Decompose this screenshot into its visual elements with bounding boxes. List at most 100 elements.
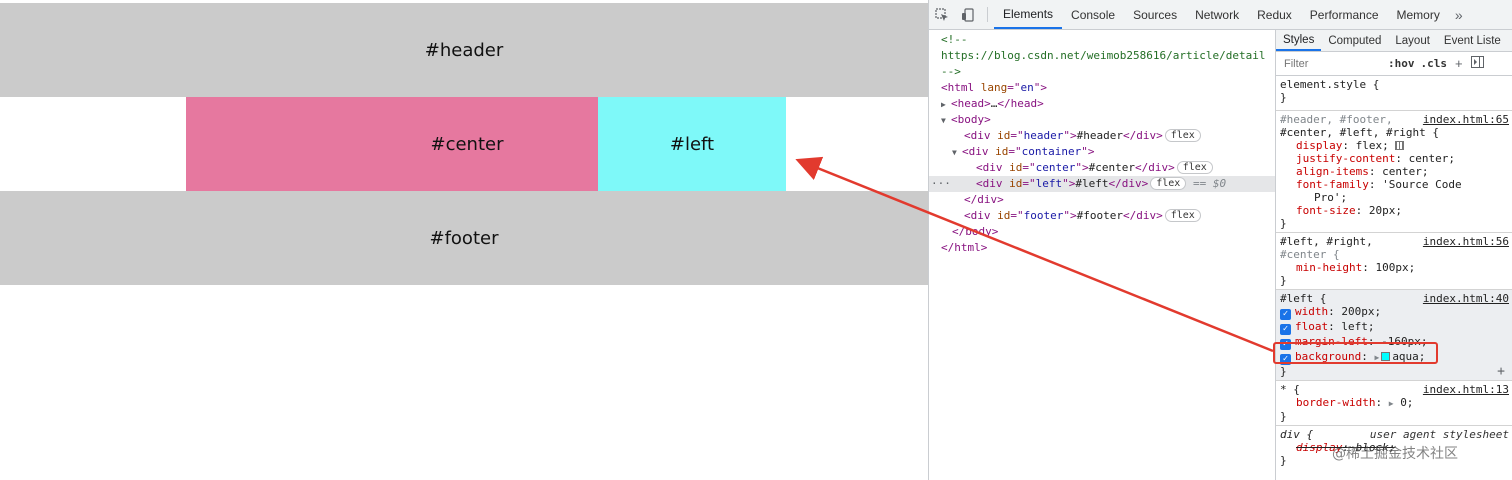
css-property-display-overridden[interactable]: display: block;: [1296, 441, 1396, 454]
tab-performance[interactable]: Performance: [1309, 7, 1379, 22]
css-property-font-size[interactable]: font-size: 20px;: [1296, 204, 1402, 217]
rule-layout-ids[interactable]: index.html:65 #header, #footer, #center,…: [1276, 111, 1512, 233]
tab-network[interactable]: Network: [1195, 7, 1240, 22]
css-property-float[interactable]: ✓float: left;: [1280, 320, 1509, 335]
row-menu-icon[interactable]: ···: [931, 177, 951, 190]
tab-redux[interactable]: Redux: [1257, 7, 1292, 22]
property-checkbox[interactable]: ✓: [1280, 339, 1291, 350]
dom-html-close-line[interactable]: </html>: [941, 241, 988, 254]
rule-min-height[interactable]: index.html:56 #left, #right, #center { m…: [1276, 233, 1512, 290]
tab-memory[interactable]: Memory: [1396, 7, 1440, 22]
tab-elements[interactable]: Elements: [994, 0, 1063, 29]
styles-filter-input[interactable]: [1282, 56, 1382, 71]
styles-filter-bar: :hov .cls +: [1276, 52, 1512, 76]
footer-text-node: #footer: [1076, 209, 1123, 222]
dom-header-div-line[interactable]: <div id="header">#header</div>flex: [929, 128, 1275, 144]
rule-selector: #left, #right,: [1280, 235, 1373, 248]
tab-sources[interactable]: Sources: [1133, 7, 1178, 22]
source-link[interactable]: index.html:40: [1422, 292, 1509, 305]
css-property-align-items[interactable]: align-items: center;: [1296, 165, 1429, 178]
color-swatch[interactable]: [1381, 352, 1391, 361]
expand-arrow-icon[interactable]: ▶: [1374, 353, 1380, 362]
comment-open-line[interactable]: <!--: [929, 32, 1275, 48]
comment-close: -->: [941, 65, 961, 78]
add-property-plus-icon[interactable]: +: [1497, 364, 1505, 379]
dom-container-close-line[interactable]: </div>: [964, 193, 1004, 206]
styles-pane: Styles Computed Layout Event Liste :hov …: [1275, 30, 1512, 480]
comment-close-line[interactable]: -->: [929, 64, 1275, 80]
inspect-element-icon[interactable]: [929, 0, 955, 29]
header-block: #header: [0, 3, 928, 97]
rule-selector: #left {: [1280, 292, 1327, 305]
flex-badge[interactable]: flex: [1176, 161, 1213, 174]
comment-url-line[interactable]: https://blog.csdn.net/weimob258616/artic…: [929, 48, 1275, 64]
tab-console[interactable]: Console: [1071, 7, 1116, 22]
tab-event-listeners[interactable]: Event Liste: [1443, 34, 1501, 47]
left-block: #left: [598, 97, 786, 191]
header-id-value: header: [1023, 129, 1064, 142]
tab-computed[interactable]: Computed: [1328, 34, 1382, 47]
flexbox-editor-icon[interactable]: [1395, 141, 1405, 150]
dom-container-div-line[interactable]: ▼<div id="container">: [929, 144, 1275, 160]
css-property-background[interactable]: ✓background: ▶aqua;: [1280, 350, 1509, 365]
class-toggle-button[interactable]: .cls: [1420, 57, 1448, 70]
css-property-margin-left[interactable]: ✓margin-left: -160px;: [1280, 335, 1509, 350]
rule-left[interactable]: index.html:40 #left { ✓width: 200px; ✓fl…: [1276, 290, 1512, 381]
rule-universal[interactable]: index.html:13 * { border-width: ▶ 0; }: [1276, 381, 1512, 426]
collapse-arrow-icon[interactable]: ▼: [941, 116, 946, 125]
rule-selector: #header, #footer,: [1280, 113, 1393, 126]
footer-id-value: footer: [1023, 209, 1064, 222]
rule-selector: element.style {: [1280, 78, 1380, 91]
expand-arrow-icon[interactable]: ▶: [941, 100, 946, 109]
head-ellipsis: …: [990, 97, 998, 110]
footer-block: #footer: [0, 191, 928, 285]
property-checkbox[interactable]: ✓: [1280, 309, 1291, 320]
css-property-justify-content[interactable]: justify-content: center;: [1296, 152, 1455, 165]
css-property-min-height[interactable]: min-height: 100px;: [1296, 261, 1416, 274]
tab-layout[interactable]: Layout: [1395, 34, 1430, 47]
dom-left-div-line-selected[interactable]: ···<div id="left">#left</div>flex == $0: [929, 176, 1275, 192]
source-link[interactable]: index.html:56: [1422, 235, 1509, 248]
header-label: #header: [424, 39, 504, 61]
dom-head-line[interactable]: ▶<head>…</head>: [929, 96, 1275, 112]
center-block: #center: [186, 97, 598, 191]
device-toggle-icon[interactable]: [955, 0, 981, 29]
css-property-width[interactable]: ✓width: 200px;: [1280, 305, 1509, 320]
flex-badge[interactable]: flex: [1150, 177, 1187, 190]
rule-close-brace: }: [1280, 365, 1287, 378]
rule-close-brace: }: [1280, 91, 1287, 104]
flex-badge[interactable]: flex: [1164, 209, 1201, 222]
center-text-node: #center: [1088, 161, 1135, 174]
center-label: #center: [430, 133, 504, 155]
left-text-node: #left: [1075, 177, 1109, 190]
dom-footer-div-line[interactable]: <div id="footer">#footer</div>flex: [929, 208, 1275, 224]
collapse-arrow-icon[interactable]: ▼: [952, 148, 957, 157]
css-property-display[interactable]: display: flex;: [1280, 139, 1509, 152]
source-link[interactable]: index.html:13: [1422, 383, 1509, 396]
toggle-sidebar-icon[interactable]: [1470, 56, 1484, 71]
html-lang-value: en: [1020, 81, 1034, 94]
property-checkbox[interactable]: ✓: [1280, 324, 1291, 335]
css-property-border-width[interactable]: border-width: ▶ 0;: [1296, 396, 1414, 409]
dom-body-line[interactable]: ▼<body>: [929, 112, 1275, 128]
footer-label: #footer: [429, 227, 499, 249]
tab-styles[interactable]: Styles: [1276, 30, 1322, 51]
rule-user-agent-div[interactable]: user agent stylesheet div { display: blo…: [1276, 426, 1512, 469]
watermark: @稀土掘金技术社区: [1332, 446, 1458, 462]
dom-center-div-line[interactable]: <div id="center">#center</div>flex: [929, 160, 1275, 176]
hover-state-button[interactable]: :hov: [1388, 57, 1415, 70]
devtools-panel: Elements Console Sources Network Redux P…: [928, 0, 1512, 480]
source-link[interactable]: index.html:65: [1422, 113, 1509, 126]
dom-html-line[interactable]: <html lang="en">: [941, 81, 1047, 94]
more-tabs-icon[interactable]: »: [1454, 6, 1463, 23]
rule-selector: div {: [1280, 428, 1314, 441]
rule-element-style[interactable]: element.style { }: [1276, 76, 1512, 111]
header-text-node: #header: [1076, 129, 1123, 142]
property-checkbox[interactable]: ✓: [1280, 354, 1291, 365]
expand-arrow-icon[interactable]: ▶: [1388, 399, 1394, 408]
new-rule-plus-icon[interactable]: +: [1455, 56, 1463, 71]
flex-badge[interactable]: flex: [1164, 129, 1201, 142]
rule-selector: * {: [1280, 383, 1300, 396]
css-property-font-family[interactable]: font-family: 'Source Code: [1296, 178, 1462, 191]
